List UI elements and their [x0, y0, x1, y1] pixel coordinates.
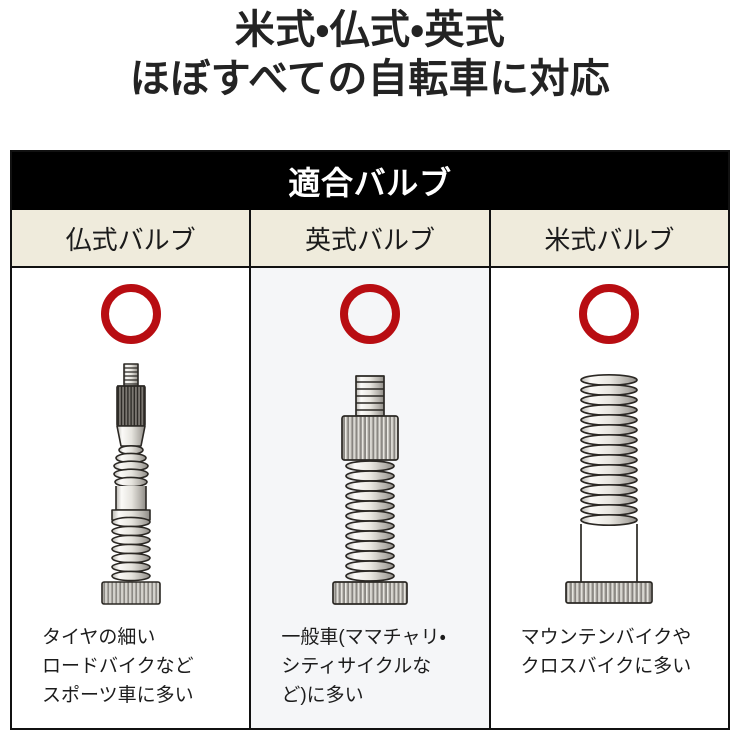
- circle-ok-icon: [100, 284, 161, 344]
- presta-caption: タイヤの細い ロードバイクなど スポーツ車に多い: [12, 608, 249, 711]
- schrader-caption-line-2: クロスバイクに多い: [520, 655, 692, 677]
- circle-ok-icon: [339, 284, 400, 344]
- presta-caption-line-2: ロードバイクなど: [42, 655, 194, 677]
- presta-caption-line-1: タイヤの細い: [42, 627, 156, 648]
- presta-caption-line-3: スポーツ車に多い: [42, 684, 194, 706]
- circle-ok-icon: [579, 284, 640, 344]
- dunlop-mark-wrap: [251, 268, 488, 360]
- page-headline: 米式・仏式・英式 ほぼすべての自転車に対応: [0, 0, 740, 104]
- dunlop-valve-illustration: [251, 360, 488, 608]
- headline-line-1: 米式・仏式・英式: [234, 8, 506, 52]
- table-title: 適合バルブ: [288, 165, 452, 201]
- column-header-dunlop-label: 英式バルブ: [304, 224, 435, 255]
- dunlop-caption-line-2: シティサイクルな: [281, 655, 432, 677]
- presta-mark-wrap: [12, 268, 249, 360]
- column-header-presta-label: 仏式バルブ: [65, 224, 196, 255]
- schrader-mark-wrap: [491, 268, 728, 360]
- compatible-valve-table: 適合バルブ 仏式バルブ 英式バルブ 米式バルブ: [10, 150, 730, 730]
- table-cell-schrader: マウンテンバイクや クロスバイクに多い: [488, 268, 728, 728]
- schrader-valve-illustration: [491, 360, 728, 608]
- schrader-caption: マウンテンバイクや クロスバイクに多い: [491, 608, 728, 682]
- headline-line-2: ほぼすべての自転車に対応: [129, 56, 611, 101]
- dunlop-caption-line-1: 一般車(ママチャリ・: [281, 627, 446, 648]
- dunlop-caption: 一般車(ママチャリ・ シティサイクルな ど)に多い: [251, 608, 488, 711]
- schrader-caption-line-1: マウンテンバイクや: [520, 627, 692, 648]
- table-cell-dunlop: 一般車(ママチャリ・ シティサイクルな ど)に多い: [249, 268, 489, 728]
- column-header-schrader: 米式バルブ: [488, 210, 728, 266]
- table-title-bar: 適合バルブ: [12, 152, 728, 210]
- column-header-dunlop: 英式バルブ: [249, 210, 488, 266]
- table-header-row: 仏式バルブ 英式バルブ 米式バルブ: [12, 210, 728, 268]
- table-cell-presta: タイヤの細い ロードバイクなど スポーツ車に多い: [12, 268, 250, 728]
- table-body-row: タイヤの細い ロードバイクなど スポーツ車に多い: [12, 268, 728, 728]
- column-header-presta: 仏式バルブ: [12, 210, 249, 266]
- column-header-schrader-label: 米式バルブ: [544, 224, 675, 255]
- dunlop-caption-line-3: ど)に多い: [281, 684, 364, 706]
- presta-valve-illustration: [12, 360, 249, 608]
